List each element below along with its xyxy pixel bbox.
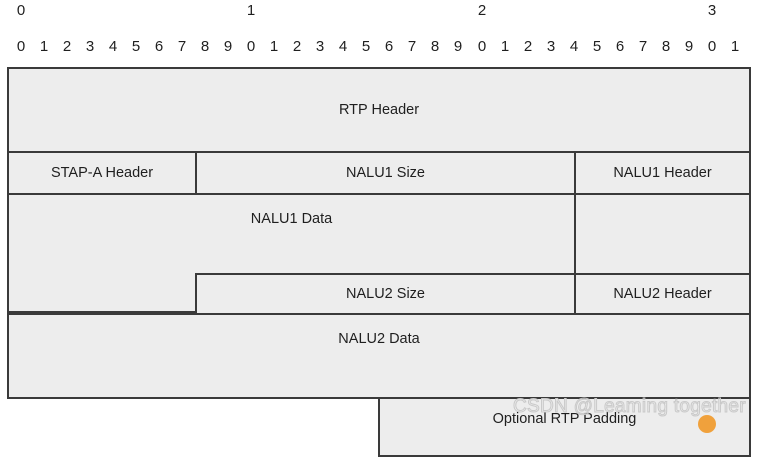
field-nalu1-data-tail [574, 193, 751, 275]
ruler-bit-label-26: 6 [615, 38, 625, 55]
ruler-word-label-3: 3 [707, 2, 717, 19]
ruler-bit-label-17: 7 [407, 38, 417, 55]
ruler-word-label-1: 1 [246, 2, 256, 19]
field-optional-rtp-padding: Optional RTP Padding [378, 397, 751, 457]
ruler-bit-label-16: 6 [384, 38, 394, 55]
ruler-bit-label-11: 1 [269, 38, 279, 55]
field-nalu2-size: NALU2 Size [195, 273, 576, 315]
field-rtp-header-label: RTP Header [338, 101, 420, 118]
ruler-bit-label-29: 9 [684, 38, 694, 55]
ruler-bit-label-3: 3 [85, 38, 95, 55]
field-nalu2-header: NALU2 Header [574, 273, 751, 315]
ruler-bit-label-18: 8 [430, 38, 440, 55]
field-nalu1-size-label: NALU1 Size [346, 164, 425, 181]
ruler-bit-label-25: 5 [592, 38, 602, 55]
ruler-word-label-2: 2 [477, 2, 487, 19]
field-rtp-header: RTP Header [7, 67, 751, 153]
ruler-bit-label-15: 5 [361, 38, 371, 55]
field-nalu1-header: NALU1 Header [574, 151, 751, 195]
field-stap-a-header-label: STAP-A Header [50, 164, 154, 181]
ruler-bit-label-4: 4 [108, 38, 118, 55]
ruler-bit-label-28: 8 [661, 38, 671, 55]
ruler-bit-label-0: 0 [16, 38, 26, 55]
ruler-bit-label-31: 1 [730, 38, 740, 55]
field-nalu1-size: NALU1 Size [195, 151, 576, 195]
ruler-bit-label-5: 5 [131, 38, 141, 55]
bit-ruler: 0 1 2 3 0 1 2 3 4 5 6 7 8 9 0 1 2 3 4 5 … [0, 0, 758, 66]
ruler-bit-label-21: 1 [500, 38, 510, 55]
ruler-bit-label-1: 1 [39, 38, 49, 55]
ruler-bit-label-2: 2 [62, 38, 72, 55]
ruler-bit-label-20: 0 [477, 38, 487, 55]
ruler-bit-label-27: 7 [638, 38, 648, 55]
field-nalu2-data-label: NALU2 Data [338, 331, 420, 347]
field-optional-rtp-padding-label: Optional RTP Padding [492, 411, 637, 427]
ruler-bit-label-9: 9 [223, 38, 233, 55]
ruler-bit-label-8: 8 [200, 38, 210, 55]
ruler-bit-label-10: 0 [246, 38, 256, 55]
ruler-bit-label-23: 3 [546, 38, 556, 55]
field-nalu1-data-label: NALU1 Data [250, 211, 333, 227]
ruler-bit-label-19: 9 [453, 38, 463, 55]
ruler-bit-label-6: 6 [154, 38, 164, 55]
rtp-stap-a-packet-diagram: RTP Header STAP-A Header NALU1 Size NALU… [7, 67, 751, 457]
field-nalu1-header-label: NALU1 Header [613, 164, 712, 181]
ruler-bit-label-12: 2 [292, 38, 302, 55]
field-stap-a-header: STAP-A Header [7, 151, 197, 195]
ruler-word-label-0: 0 [16, 2, 26, 19]
ruler-bit-label-14: 4 [338, 38, 348, 55]
ruler-bit-label-13: 3 [315, 38, 325, 55]
csdn-watermark-dot-icon [698, 415, 716, 433]
ruler-bit-label-7: 7 [177, 38, 187, 55]
ruler-bit-label-22: 2 [523, 38, 533, 55]
field-nalu2-size-label: NALU2 Size [346, 285, 425, 302]
field-nalu2-data: NALU2 Data [7, 313, 751, 399]
field-nalu2-header-label: NALU2 Header [613, 285, 712, 302]
ruler-bit-label-24: 4 [569, 38, 579, 55]
ruler-bit-label-30: 0 [707, 38, 717, 55]
